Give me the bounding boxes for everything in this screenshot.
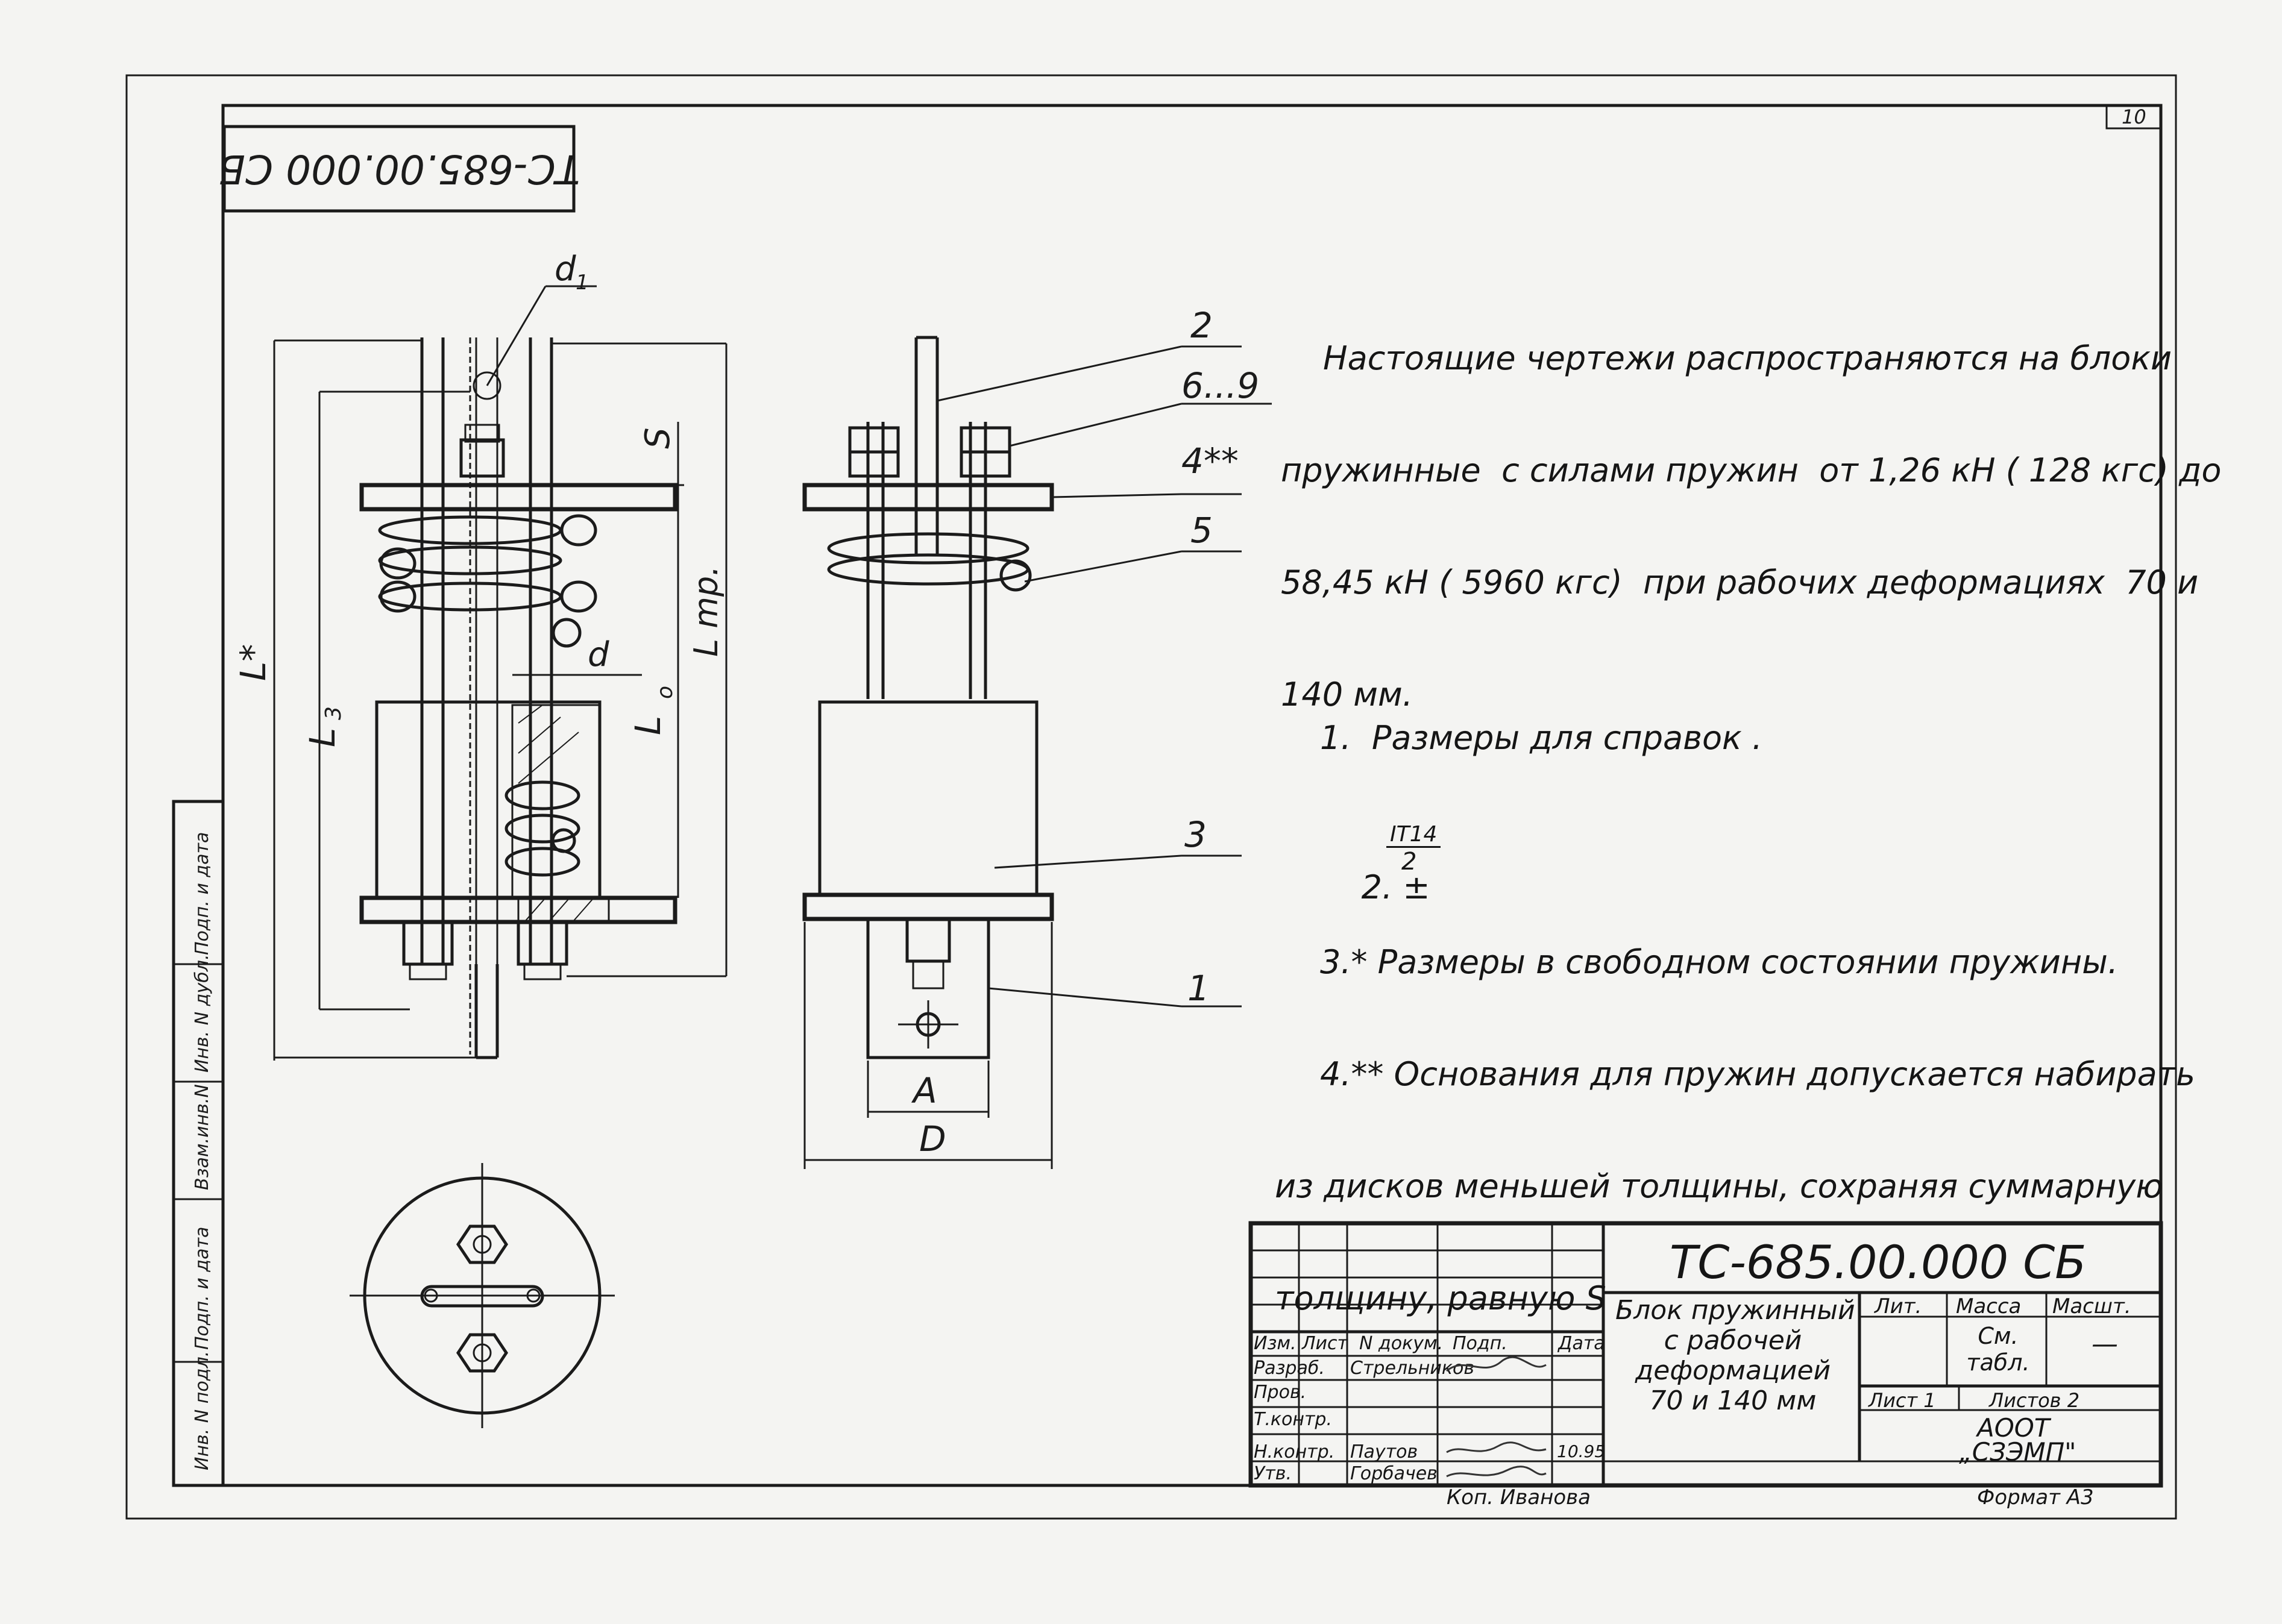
- name-razrab: Стрельников: [1350, 1358, 1475, 1379]
- note-1: 1. Размеры для справок .: [1320, 719, 1762, 757]
- col-izm: Изм.: [1254, 1333, 1297, 1354]
- col-podp: Подп.: [1453, 1333, 1507, 1354]
- role-razrab: Разраб.: [1254, 1358, 1325, 1379]
- dim-D: D: [919, 1118, 946, 1159]
- sheet-label: Лист 1: [1869, 1389, 1936, 1412]
- title-name-line-4: 70 и 140 мм: [1649, 1385, 1817, 1416]
- inverted-designation-box: [222, 125, 576, 213]
- dim-d1: d: [555, 249, 576, 289]
- mass-label: Масса: [1956, 1294, 2022, 1318]
- notes-intro: Настоящие чертежи распространяются на бл…: [1281, 265, 2221, 751]
- title-name-line-3: деформацией: [1635, 1355, 1831, 1386]
- callout-5: 5: [1190, 510, 1213, 551]
- lit-label: Лит.: [1875, 1294, 1922, 1318]
- inner-frame: [221, 104, 2163, 1487]
- outer-frame: [125, 74, 2177, 1520]
- tolerance-numerator: IT14: [1386, 823, 1441, 848]
- callout-6-9: 6...9: [1181, 365, 1259, 406]
- notes-intro-line-4: 140 мм.: [1281, 676, 1413, 713]
- dim-L0-sub: o: [653, 686, 677, 699]
- notes-intro-line-3: 58,45 кН ( 5960 кгс) при рабочих деформа…: [1281, 563, 2199, 601]
- sheet-corner-box: [2105, 104, 2162, 130]
- col-list: Лист: [1302, 1333, 1348, 1354]
- role-tkontr: Т.контр.: [1254, 1409, 1333, 1430]
- col-n-dokum: N докум.: [1359, 1333, 1444, 1354]
- note-4-cont-1: из дисков меньшей толщины, сохраняя сумм…: [1275, 1167, 2163, 1205]
- note-2-text: 2. ±: [1361, 868, 1430, 906]
- copied-by: Коп. Иванова: [1447, 1485, 1591, 1510]
- format-label: Формат А3: [1977, 1485, 2094, 1510]
- title-name: Блок пружинный с рабочей деформацией 70 …: [1615, 1295, 1855, 1416]
- right-view: [802, 336, 1054, 1059]
- dim-d1-sub: 1: [576, 271, 589, 295]
- stamp-inv-podl: Инв. N подл.: [192, 1351, 213, 1470]
- stamp-podp-data-1: Подп. и дата: [192, 1227, 213, 1350]
- tolerance-denominator: 2: [1401, 848, 1417, 876]
- dim-d: d: [588, 635, 609, 674]
- left-view-dimensions: L* L 3 L mp. L o S d d 1: [233, 249, 728, 1061]
- title-designation: ТС-685.00.000 СБ: [1670, 1235, 2087, 1289]
- name-utv: Горбачев: [1350, 1463, 1438, 1484]
- name-nkontr: Паутов: [1350, 1441, 1418, 1463]
- mass-value: См. табл.: [1966, 1323, 2030, 1376]
- signatures: [1446, 1356, 1547, 1478]
- stamp-inv-dubl: Инв. N дубл.: [192, 955, 213, 1073]
- stamp-vzam-inv: Взам.инв.N: [192, 1084, 213, 1190]
- role-nkontr: Н.контр.: [1254, 1441, 1335, 1463]
- org-line-2: „СЗЭМП": [1959, 1437, 2076, 1467]
- note-3: 3.* Размеры в свободном состоянии пружин…: [1320, 943, 2119, 981]
- note-4-cont-2: толщину, равную S .: [1275, 1279, 1627, 1317]
- callout-3: 3: [1184, 814, 1207, 855]
- scale-value: —: [2092, 1329, 2118, 1359]
- callout-2: 2: [1190, 305, 1213, 346]
- callout-4: 4**: [1181, 440, 1239, 481]
- dim-A: A: [911, 1070, 937, 1111]
- title-name-line-2: с рабочей: [1664, 1325, 1802, 1356]
- callout-1: 1: [1187, 968, 1210, 1009]
- left-view: [359, 337, 677, 1059]
- role-utv: Утв.: [1254, 1463, 1292, 1484]
- note-2: 2. ± IT14 2: [1275, 823, 2195, 906]
- title-block-grid: [1248, 1221, 2163, 1488]
- stamp-podp-data-2: Подп. и дата: [192, 832, 213, 955]
- dim-L3: L: [302, 728, 343, 747]
- scale-label: Масшт.: [2052, 1294, 2131, 1318]
- title-name-line-1: Блок пружинный: [1615, 1295, 1855, 1326]
- org-line-1: АООТ: [1977, 1413, 2050, 1443]
- notes-intro-line-1: Настоящие чертежи распространяются на бл…: [1323, 339, 2172, 377]
- dim-L0: L: [627, 716, 668, 735]
- dim-L-star: L*: [233, 644, 274, 681]
- notes-intro-line-2: пружинные с силами пружин от 1,26 кН ( 1…: [1281, 451, 2222, 489]
- dim-L-tr: L mp.: [687, 566, 725, 657]
- col-data: Дата: [1558, 1333, 1605, 1354]
- notes-list: 1. Размеры для справок . 2. ± IT14 2 3.*…: [1275, 645, 2195, 1355]
- inverted-designation: ТС-685.00.000 СБ: [218, 146, 580, 192]
- right-view-dimensions: A D 2 6...9 4** 5 3 1: [803, 305, 1272, 1169]
- sheet-corner-number: 10: [2122, 105, 2146, 128]
- side-stamp: Инв. N подл. Подп. и дата Взам.инв.N Инв…: [172, 800, 225, 1487]
- note-4: 4.** Основания для пружин допускается на…: [1320, 1055, 2195, 1093]
- date-nkontr: 10.95: [1557, 1441, 1606, 1461]
- dim-L3-sub: 3: [321, 706, 346, 720]
- role-prov: Пров.: [1254, 1382, 1307, 1403]
- sheets-label: Листов 2: [1989, 1389, 2080, 1412]
- dim-S: S: [638, 427, 677, 449]
- plan-view: [350, 1163, 615, 1428]
